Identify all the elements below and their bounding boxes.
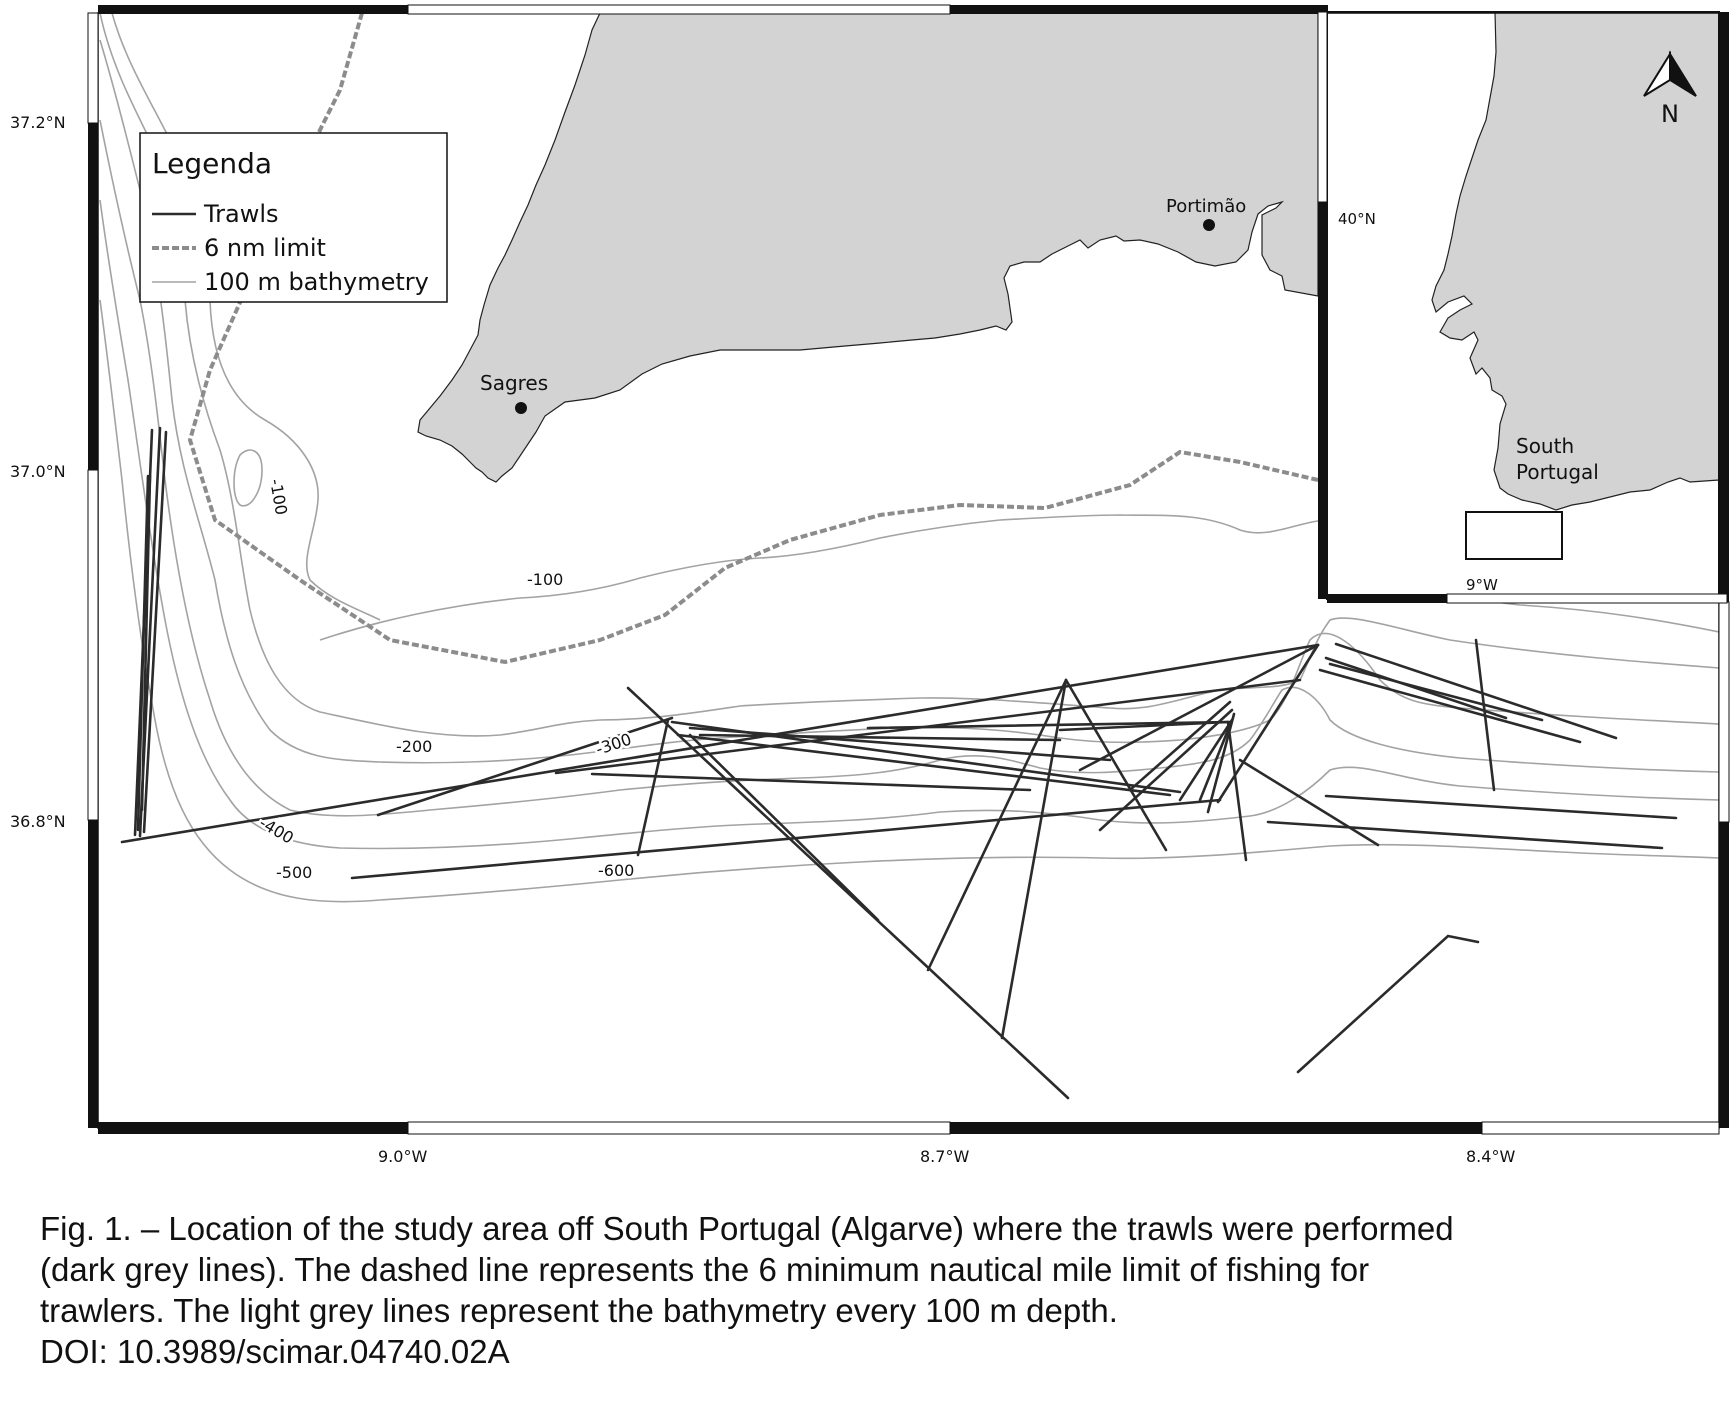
legend-trawls-label: Trawls [203,200,279,228]
trawl-track [1098,708,1234,832]
trawl-track [1198,718,1234,802]
north-label: N [1661,100,1679,128]
trawl-track [1334,642,1618,740]
trawl-track [1474,638,1496,792]
trawl-track [590,772,1032,792]
legend-limit-label: 6 nm limit [204,234,326,262]
lat-label: 37.2°N [10,113,66,132]
place-sagres: Sagres [480,371,548,414]
legend-title: Legenda [152,147,272,180]
trawl-track [688,726,1112,762]
lat-label: 36.8°N [10,812,66,831]
depth-label: -100 [527,570,563,589]
inset-region-label-1: South [1516,434,1574,458]
lon-label: 8.7°W [920,1147,969,1166]
legend-bathymetry-label: 100 m bathymetry [204,268,429,296]
trawl-track [688,733,880,922]
trawl-track [140,474,152,812]
trawl-track [1058,720,1230,732]
trawl-tracks [120,426,1678,1100]
iberia-land [1431,12,1719,511]
trawl-track [1238,758,1380,847]
algarve-coast-land [417,13,1319,483]
lon-label: 9.0°W [378,1147,427,1166]
map-figure: -100 -100 -200 -300 -400 -500 -600 Sagre… [10,4,1730,1166]
place-portimao: Portimão [1166,196,1246,231]
trawl-track [1000,678,1068,1040]
trawl-track [926,678,1068,972]
trawl-track [626,686,1070,1100]
trawl-track [120,643,1320,844]
caption-line: (dark grey lines). The dashed line repre… [40,1251,1370,1288]
trawl-track [1296,934,1480,1074]
depth-label: -600 [598,861,634,880]
inset-lat-label: 40°N [1338,210,1376,228]
inset-lon-label: 9°W [1466,576,1498,594]
inset-region-label-2: Portugal [1516,460,1599,484]
depth-label: -200 [396,737,432,756]
place-label-sagres: Sagres [480,371,548,395]
caption-line: Fig. 1. – Location of the study area off… [40,1210,1454,1247]
contour-400 [99,119,1719,817]
place-label-portimao: Portimão [1166,196,1246,217]
inset-map: 40°N 9°W South Portugal N [1326,11,1720,600]
trawl-track [676,733,1172,797]
lon-label: 8.4°W [1466,1147,1515,1166]
depth-label: -500 [276,863,312,882]
axis-labels: 37.2°N 37.0°N 36.8°N 9.0°W 8.7°W 8.4°W [10,113,1515,1166]
map-legend: Legenda Trawls 6 nm limit 100 m bathymet… [139,132,448,303]
trawl-track [1064,678,1168,852]
contour-300 [99,39,1719,764]
figure-caption: Fig. 1. – Location of the study area off… [40,1208,1710,1372]
caption-doi: DOI: 10.3989/scimar.04740.02A [40,1333,510,1370]
six-nm-limit-line [187,13,1319,665]
trawl-track [1318,668,1582,744]
trawl-track [136,474,150,832]
trawl-track [698,733,1062,742]
north-arrow-icon: N [1643,50,1697,128]
trawl-track [1226,720,1248,862]
trawl-track [350,798,1222,880]
lat-label: 37.0°N [10,462,66,481]
trawl-track [1328,662,1544,722]
trawl-track [1266,820,1664,850]
contour-500 [99,199,1719,850]
study-area-box [1465,511,1563,560]
trawl-track [142,430,168,834]
trawl-track [1078,643,1320,772]
caption-line: trawlers. The light grey lines represent… [40,1292,1118,1329]
contour-100-loop [233,449,263,507]
trawl-track [1178,718,1234,802]
trawl-track [636,718,670,857]
trawl-track [1324,794,1678,820]
map-neatline [87,4,1730,1135]
trawl-track [1128,700,1232,792]
trawl-track [376,716,674,817]
